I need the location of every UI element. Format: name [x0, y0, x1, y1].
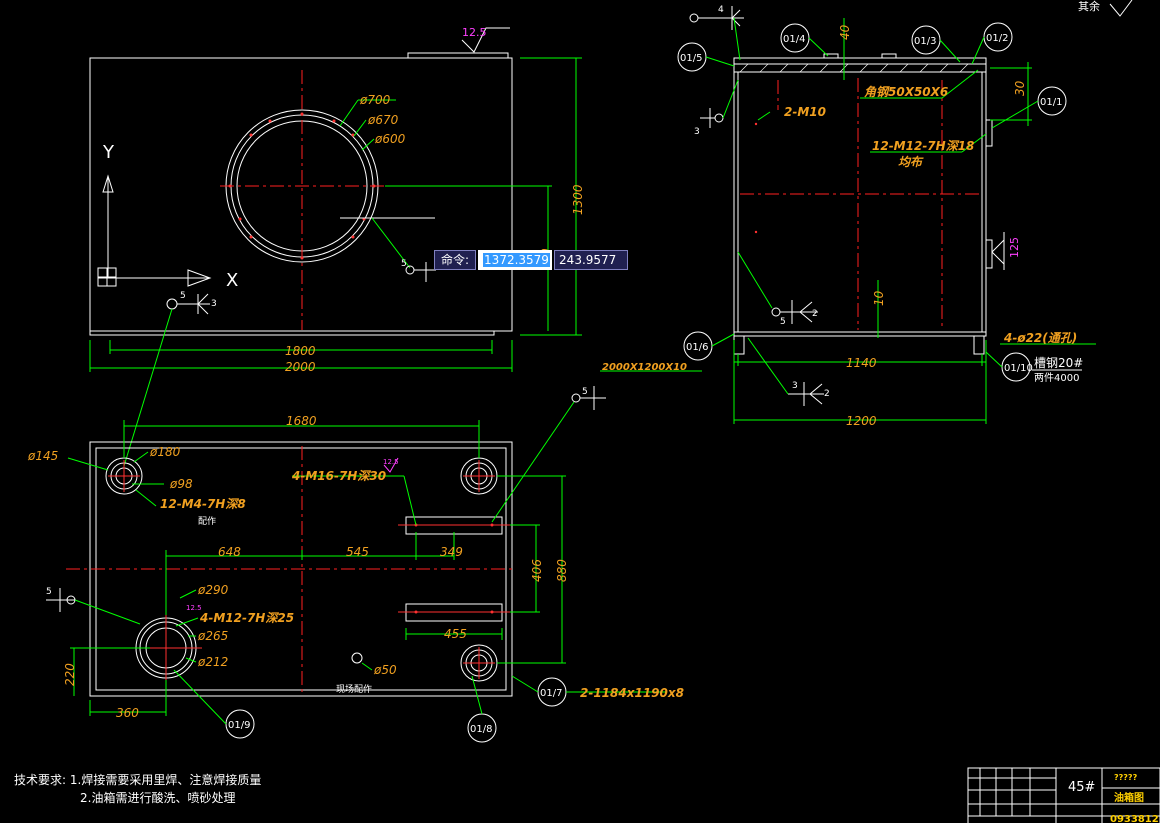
label-d50: ø50 — [373, 663, 397, 677]
axis-y-label: Y — [102, 142, 115, 163]
label-d145: ø145 — [27, 449, 58, 463]
label-2-m10: 2-M10 — [784, 105, 826, 119]
label-d600: ø600 — [374, 132, 406, 146]
label-site: 现场配作 — [336, 683, 372, 695]
svg-text:5: 5 — [582, 387, 588, 397]
side-view: 1140 1200 40 30 10 125 01/5 01/4 01/3 01… — [600, 5, 1096, 428]
label-pei: 配作 — [198, 515, 216, 527]
axis-x-label: X — [226, 270, 238, 291]
top-view: Y X 2000 1800 1300 0 12.5 ø700 ø670 ø600 — [89, 26, 585, 467]
label-m4: 12-M4-7H深8 — [160, 497, 246, 511]
dim-40: 40 — [838, 24, 852, 40]
label-d290: ø290 — [197, 583, 229, 597]
svg-text:2: 2 — [812, 309, 818, 319]
corner-text: 其余 — [1078, 0, 1100, 13]
dim-349: 349 — [440, 545, 463, 559]
label-channel-count: 两件4000 — [1034, 372, 1079, 384]
dim-648: 648 — [218, 545, 241, 559]
balloon-01-4: 01/4 — [783, 34, 805, 45]
dim-30: 30 — [1013, 80, 1027, 96]
coord-x-input[interactable]: 1372.3579 — [478, 250, 553, 270]
label-d265: ø265 — [197, 629, 228, 643]
label-channel: 槽钢20# — [1034, 356, 1083, 370]
label-holes: 4-ø22(通孔) — [1003, 331, 1077, 345]
svg-text:3: 3 — [211, 299, 217, 309]
note-1: 1.焊接需要采用里焊、注意焊接质量 — [69, 773, 262, 787]
dim-1800: 1800 — [285, 344, 316, 358]
coord-y-input[interactable]: 243.9577 — [554, 250, 629, 270]
title-material: 45# — [1068, 780, 1095, 795]
label-d98: ø98 — [169, 477, 193, 491]
technical-notes: 技术要求: 1.焊接需要采用里焊、注意焊接质量 2.油箱需进行酸洗、喷砂处理 — [14, 771, 261, 807]
balloon-01-1: 01/1 — [1040, 97, 1062, 108]
top-roughness: 12.5 — [462, 26, 487, 39]
note-2: 2.油箱需进行酸洗、喷砂处理 — [80, 791, 236, 805]
balloon-01-7: 01/7 — [540, 688, 562, 699]
dim-1680: 1680 — [286, 414, 317, 428]
dim-1300: 1300 — [571, 184, 585, 215]
svg-text:4: 4 — [718, 5, 724, 15]
label-angle-steel: 角钢50X50X6 — [864, 85, 948, 99]
label-m16: 4-M16-7H深30 — [291, 469, 386, 483]
coord-x-value: 1372.3579 — [483, 253, 550, 267]
svg-text:3: 3 — [694, 127, 700, 137]
balloon-01-9: 01/9 — [228, 720, 250, 731]
dim-360: 360 — [116, 706, 139, 720]
dim-1140: 1140 — [846, 356, 877, 370]
label-plate: 2000X1200X10 — [602, 362, 687, 373]
svg-text:5: 5 — [46, 587, 52, 597]
plan-roughness-1: 12.5 — [383, 458, 399, 466]
label-m12-plan: 4-M12-7H深25 — [199, 611, 294, 625]
label-d700: ø700 — [359, 93, 391, 107]
label-even: 均布 — [898, 155, 924, 169]
balloon-01-5: 01/5 — [680, 53, 702, 64]
balloon-01-2: 01/2 — [986, 33, 1008, 44]
top-view-outline — [89, 57, 513, 332]
label-d670: ø670 — [367, 113, 399, 127]
command-input-bar[interactable]: 命令: 1372.3579 243.9577 — [434, 250, 629, 270]
svg-text:5: 5 — [180, 291, 186, 301]
dim-545: 545 — [346, 545, 369, 559]
plan-view: 1680 648 545 349 406 880 455 220 360 ø14… — [27, 386, 684, 743]
svg-text:3: 3 — [792, 381, 798, 391]
balloon-01-6: 01/6 — [686, 342, 708, 353]
plan-roughness-2: 12.5 — [186, 604, 202, 612]
svg-text:5: 5 — [401, 259, 407, 269]
notes-title: 技术要求: — [14, 773, 67, 787]
dim-880: 880 — [555, 559, 569, 582]
command-label: 命令: — [434, 250, 477, 270]
title-code: 0933812 — [1110, 814, 1159, 823]
svg-text:2: 2 — [824, 389, 830, 399]
dim-2000: 2000 — [285, 360, 316, 374]
svg-text:5: 5 — [780, 317, 786, 327]
dim-10: 10 — [872, 290, 886, 306]
balloon-01-10: 01/10 — [1004, 363, 1033, 374]
side-view-outline — [733, 71, 987, 333]
dim-1200: 1200 — [846, 414, 877, 428]
balloon-01-8: 01/8 — [470, 724, 492, 735]
title-block: 45# ????? 油箱图 0933812 — [967, 767, 1160, 823]
title-top: ????? — [1114, 773, 1138, 782]
label-12-m12: 12-M12-7H深18 — [872, 139, 974, 153]
side-roughness: 125 — [1008, 237, 1021, 258]
dim-455: 455 — [444, 627, 467, 641]
title-name: 油箱图 — [1114, 791, 1144, 804]
dim-406: 406 — [530, 559, 544, 582]
label-d212: ø212 — [197, 655, 228, 669]
label-d180: ø180 — [149, 445, 181, 459]
label-bottom-plate: 2-1184x1190x8 — [580, 686, 684, 700]
dim-220: 220 — [63, 663, 77, 686]
balloon-01-3: 01/3 — [914, 36, 936, 47]
